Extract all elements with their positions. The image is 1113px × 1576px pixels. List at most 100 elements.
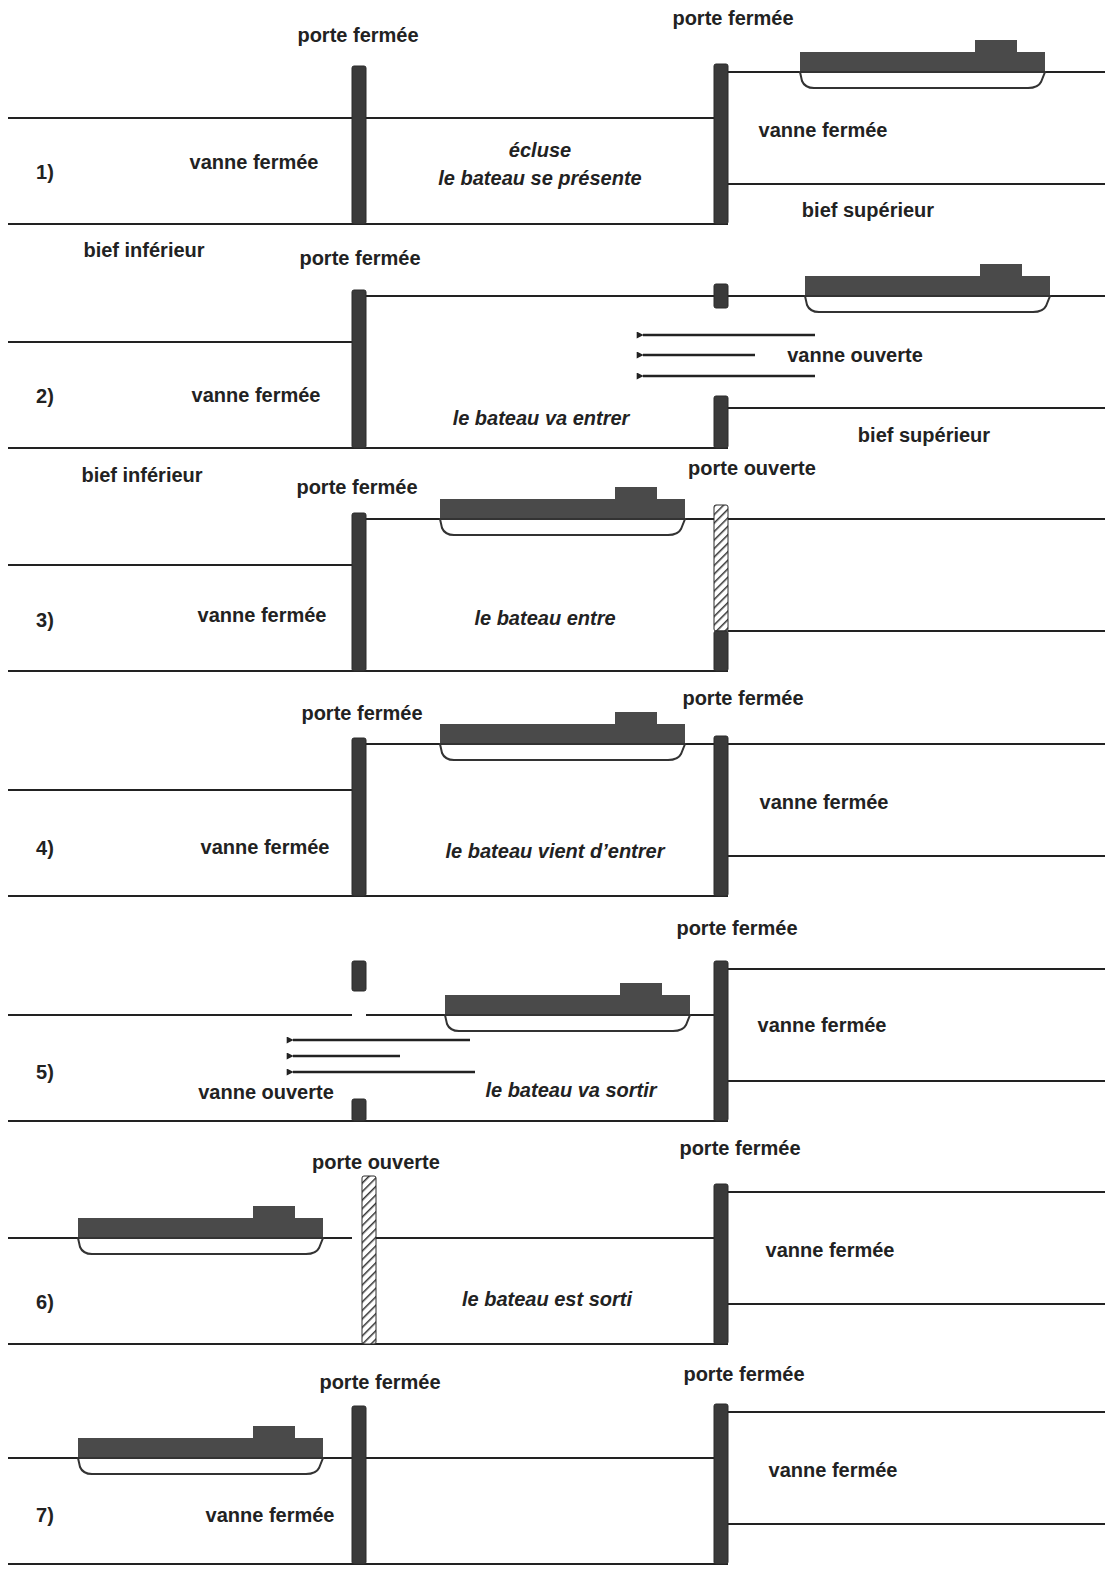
canal-bottom	[728, 1080, 1105, 1082]
gate	[352, 513, 366, 671]
canal-bottom	[8, 447, 728, 449]
boat	[805, 264, 1050, 312]
water-surface	[728, 1411, 1105, 1413]
part-label: vanne fermée	[760, 791, 889, 813]
canal-bottom	[8, 670, 728, 672]
boat-cabin	[253, 1206, 295, 1219]
gate	[714, 1184, 728, 1344]
canal-bottom	[8, 1120, 728, 1122]
boat-deck	[78, 1218, 323, 1238]
water-surface	[728, 518, 1105, 520]
water-surface	[8, 341, 352, 343]
canal-bottom	[8, 895, 728, 897]
gate	[714, 284, 728, 308]
caption-text: le bateau entre	[474, 607, 615, 629]
boat-cabin	[620, 983, 662, 996]
water-surface	[8, 1014, 352, 1016]
part-label: porte fermée	[679, 1137, 800, 1159]
canal-bottom	[728, 1523, 1105, 1525]
part-label: porte fermée	[676, 917, 797, 939]
canal-bottom	[8, 223, 728, 225]
part-label: porte fermée	[683, 1363, 804, 1385]
lock-panel	[8, 1176, 1105, 1344]
boat-deck	[445, 995, 690, 1015]
boat-deck	[440, 499, 685, 519]
gate	[352, 66, 366, 224]
caption-text: le bateau vient d’entrer	[446, 840, 665, 862]
boat-deck	[800, 52, 1045, 72]
part-label: vanne fermée	[201, 836, 330, 858]
caption-text: le bateau se présente	[438, 167, 641, 189]
boat	[445, 983, 690, 1031]
part-label: 5)	[36, 1061, 54, 1083]
part-label: porte ouverte	[312, 1151, 440, 1173]
part-label: vanne fermée	[758, 1014, 887, 1036]
part-label: porte ouverte	[688, 457, 816, 479]
flow-arrow	[293, 1055, 400, 1058]
part-label: vanne ouverte	[787, 344, 923, 366]
gate	[714, 396, 728, 448]
canal-bottom	[728, 630, 1105, 632]
water-surface	[366, 1457, 714, 1459]
water-surface	[366, 117, 714, 119]
part-label: vanne fermée	[190, 151, 319, 173]
boat	[78, 1206, 323, 1254]
canal-bottom	[728, 183, 1105, 185]
part-label: vanne fermée	[769, 1459, 898, 1481]
boat	[78, 1426, 323, 1474]
lock-panel	[8, 487, 1105, 671]
boat-cabin	[615, 487, 657, 500]
gate	[714, 961, 728, 1121]
flow-arrow	[643, 354, 755, 357]
flow-arrow	[293, 1039, 470, 1042]
canal-bottom	[728, 407, 1105, 409]
caption-text: le bateau est sorti	[462, 1288, 632, 1310]
part-label: 2)	[36, 385, 54, 407]
flow-arrow	[643, 375, 815, 378]
water-surface	[728, 968, 1105, 970]
boat-hull	[78, 1238, 323, 1254]
part-label: vanne fermée	[198, 604, 327, 626]
water-surface	[8, 117, 352, 119]
boat-hull	[445, 1015, 690, 1031]
part-label: porte fermée	[682, 687, 803, 709]
boat-hull	[805, 296, 1050, 312]
part-label: bief supérieur	[802, 199, 934, 221]
part-label: 6)	[36, 1291, 54, 1313]
boat-hull	[440, 744, 685, 760]
boat-cabin	[980, 264, 1022, 277]
lock-panel	[8, 712, 1105, 896]
canal-bottom	[8, 1563, 728, 1565]
part-label: porte fermée	[672, 7, 793, 29]
lock-panel	[8, 264, 1105, 448]
gate	[714, 1404, 728, 1564]
water-surface	[728, 743, 1105, 745]
boat-deck	[805, 276, 1050, 296]
part-label: vanne fermée	[206, 1504, 335, 1526]
part-label: bief inférieur	[81, 464, 202, 486]
part-label: 4)	[36, 837, 54, 859]
part-label: porte fermée	[301, 702, 422, 724]
part-label: vanne fermée	[759, 119, 888, 141]
boat-deck	[440, 724, 685, 744]
gate	[714, 631, 728, 671]
open-gate	[714, 505, 728, 631]
part-label: vanne ouverte	[198, 1081, 334, 1103]
flow-arrow	[293, 1071, 475, 1074]
part-label: vanne fermée	[766, 1239, 895, 1261]
canal-bottom	[728, 1303, 1105, 1305]
part-label: porte fermée	[319, 1371, 440, 1393]
water-surface	[366, 295, 714, 297]
lock-panel	[8, 1404, 1105, 1564]
boat-hull	[800, 72, 1045, 88]
boat	[800, 40, 1045, 88]
gate	[352, 1099, 366, 1121]
canal-bottom	[728, 855, 1105, 857]
part-label: 3)	[36, 609, 54, 631]
boat-hull	[78, 1458, 323, 1474]
lock-panel	[8, 961, 1105, 1121]
gate	[352, 1406, 366, 1564]
part-label: porte fermée	[299, 247, 420, 269]
water-surface	[366, 1237, 714, 1239]
